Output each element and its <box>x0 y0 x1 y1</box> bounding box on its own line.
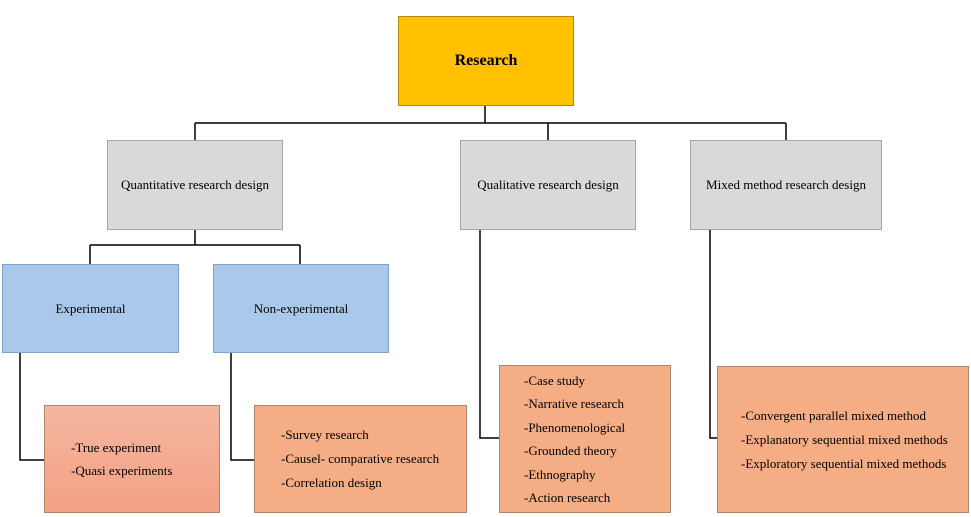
experimental-label: Experimental <box>55 300 126 316</box>
connector-experimental-list <box>19 353 44 461</box>
research-label: Research <box>454 52 518 69</box>
list-item: -Correlation design <box>281 475 382 490</box>
research-node: Research <box>398 16 574 106</box>
connector-qualitative-list <box>479 230 499 439</box>
list-item: -Exploratory sequential mixed methods <box>741 455 947 471</box>
list-item: -Causel- comparative research <box>281 451 440 466</box>
experimental-node: Experimental <box>2 264 179 353</box>
non-experimental-node: Non-experimental <box>213 264 389 353</box>
mixed-design-label: Mixed method research design <box>706 177 866 192</box>
experimental-list: -True experiment -Quasi experiments <box>44 405 220 513</box>
qualitative-design-label: Qualitative research design <box>477 177 619 192</box>
list-item: -Narrative research <box>524 396 624 411</box>
non-experimental-label: Non-experimental <box>253 300 349 316</box>
non-experimental-list: -Survey research -Causel- comparative re… <box>254 405 467 513</box>
qualitative-list: -Case study -Narrative research -Phenome… <box>499 365 671 513</box>
list-item: -Phenomenological <box>524 419 626 435</box>
connector-non-experimental-list <box>230 353 254 461</box>
list-item: -True experiment <box>71 440 162 455</box>
list-item: -Convergent parallel mixed method <box>741 407 926 423</box>
list-item: -Grounded theory <box>524 443 617 458</box>
list-item: -Case study <box>524 372 586 388</box>
list-item: -Ethnography <box>524 466 596 482</box>
quantitative-design-node: Quantitative research design <box>107 140 283 230</box>
list-item: -Survey research <box>281 427 369 442</box>
list-item: -Quasi experiments <box>71 463 173 478</box>
connector-mixed-list <box>709 230 717 439</box>
mixed-list: -Convergent parallel mixed method -Expla… <box>717 366 969 513</box>
mixed-design-node: Mixed method research design <box>690 140 882 230</box>
quantitative-design-label: Quantitative research design <box>121 177 269 192</box>
qualitative-design-node: Qualitative research design <box>460 140 636 230</box>
list-item: -Explanatory sequential mixed methods <box>741 431 948 447</box>
list-item: -Action research <box>524 490 611 505</box>
